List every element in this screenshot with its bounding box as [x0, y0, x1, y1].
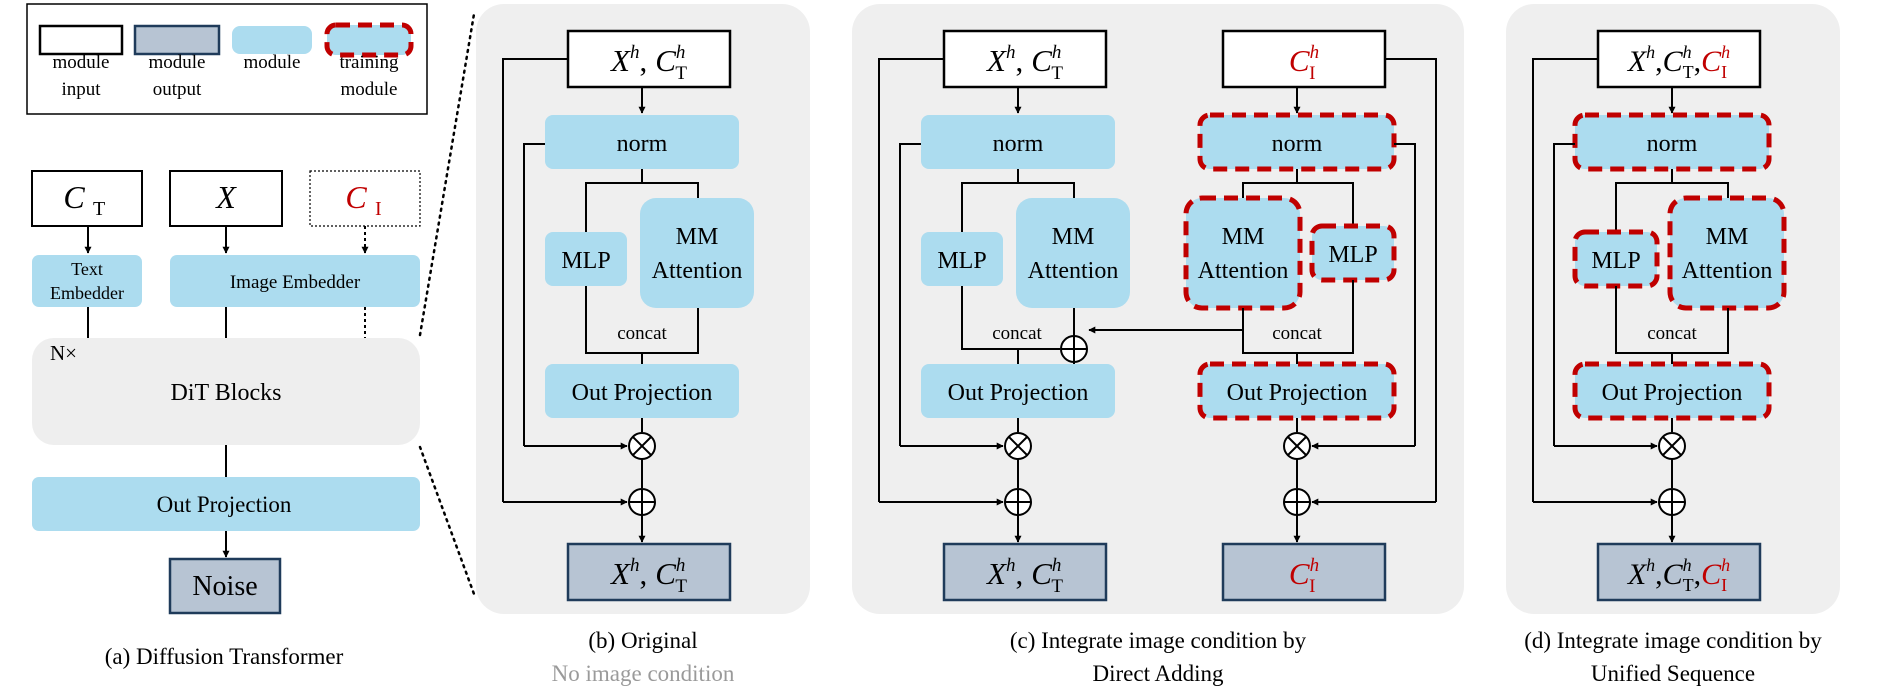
c-mlp-left [921, 232, 1003, 286]
d-output-box [1596, 542, 1762, 602]
legend: module input module output module traini… [26, 3, 428, 115]
caption-a: (a) Diffusion Transformer [105, 644, 344, 669]
out-projection-a [32, 477, 420, 531]
zoom-line-top [418, 12, 476, 337]
c-input-box [942, 29, 1108, 89]
b-mlp-label: MLP [561, 248, 610, 274]
legend-output-label-1: module [149, 52, 206, 73]
d-mm-label-2: Attention [1682, 258, 1773, 284]
c-concat-right-label: concat [1272, 323, 1322, 344]
input-text-box [31, 170, 143, 227]
legend-training-label-2: module [341, 79, 398, 100]
d-out-projection [1572, 361, 1772, 421]
c-output-right [1221, 542, 1387, 602]
b-input-box [566, 29, 732, 89]
c-cond-input-box [1221, 29, 1387, 89]
input-image-symbol: X [214, 179, 237, 215]
input-text-sub: T [93, 198, 105, 220]
c-out-projection-right-label: Out Projection [1227, 380, 1368, 406]
input-condition-sub: I [375, 198, 382, 220]
caption-b: (b) Original [588, 628, 697, 653]
input-text-symbol: C [63, 179, 85, 215]
caption-d: (d) Integrate image condition by [1524, 628, 1822, 653]
noise-box [168, 557, 282, 615]
caption-b-sub: No image condition [552, 661, 735, 686]
caption-c-sub: Direct Adding [1093, 661, 1224, 686]
image-embedder-label: Image Embedder [230, 272, 361, 293]
legend-input-label-1: module [53, 52, 110, 73]
panel-a: C T X C I Text Embedder Image Embedder N… [31, 12, 476, 669]
noise-label: Noise [192, 571, 257, 602]
b-norm-label: norm [617, 131, 668, 157]
c-out-projection-right [1197, 361, 1397, 421]
d-out-projection-label: Out Projection [1602, 380, 1743, 406]
c-mm-left-label-1: MM [1052, 224, 1095, 250]
d-mm-label-1: MM [1706, 224, 1749, 250]
zoom-line-bottom [418, 445, 476, 596]
c-mm-attention-right [1183, 195, 1303, 311]
d-norm-label: norm [1647, 131, 1698, 157]
input-condition-symbol: C [345, 179, 367, 215]
b-norm [545, 115, 739, 169]
out-projection-a-label: Out Projection [157, 492, 292, 517]
dit-blocks [32, 338, 420, 445]
b-mlp [545, 232, 627, 286]
b-output-box [566, 542, 732, 602]
legend-training-swatch [324, 22, 414, 58]
d-input-box [1596, 29, 1762, 89]
legend-output-label-2: output [153, 79, 202, 100]
c-out-projection-left-label: Out Projection [948, 380, 1089, 406]
b-mm-label-1: MM [676, 224, 719, 250]
b-mm-label-2: Attention [652, 258, 743, 284]
legend-output-swatch [133, 24, 221, 56]
text-embedder-label-1: Text [71, 259, 103, 279]
c-mm-right-label-1: MM [1222, 224, 1265, 250]
image-embedder [170, 255, 420, 307]
c-norm-right-label: norm [1272, 131, 1323, 157]
c-norm-right [1197, 112, 1397, 172]
legend-module-label: module [244, 52, 301, 73]
text-embedder [32, 255, 142, 307]
c-output-left [942, 542, 1108, 602]
c-concat-left-label: concat [992, 323, 1042, 344]
legend-input-label-2: input [61, 79, 101, 100]
legend-module-swatch [232, 26, 312, 54]
input-image-box [169, 170, 283, 227]
b-concat-label: concat [617, 323, 667, 344]
b-out-projection-label: Out Projection [572, 380, 713, 406]
c-mm-left-label-2: Attention [1028, 258, 1119, 284]
b-mm-attention [640, 198, 754, 308]
caption-d-sub: Unified Sequence [1591, 661, 1755, 686]
caption-c: (c) Integrate image condition by [1010, 628, 1307, 653]
c-mm-right-label-2: Attention [1198, 258, 1289, 284]
c-norm-left-label: norm [993, 131, 1044, 157]
c-norm-left [921, 115, 1115, 169]
c-mlp-left-label: MLP [937, 248, 986, 274]
d-norm [1572, 112, 1772, 172]
d-concat-label: concat [1647, 323, 1697, 344]
legend-training-label-1: training [339, 52, 399, 73]
b-out-projection [545, 364, 739, 418]
dit-repeat-label: N× [50, 341, 77, 365]
dit-blocks-label: DiT Blocks [171, 380, 282, 406]
c-mm-attention-left [1016, 198, 1130, 308]
text-embedder-label-2: Embedder [50, 283, 124, 303]
legend-input-swatch [38, 24, 124, 56]
d-mm-attention [1667, 195, 1787, 311]
c-mlp-right-label: MLP [1328, 242, 1377, 268]
d-mlp-label: MLP [1591, 248, 1640, 274]
c-out-projection-left [921, 364, 1115, 418]
